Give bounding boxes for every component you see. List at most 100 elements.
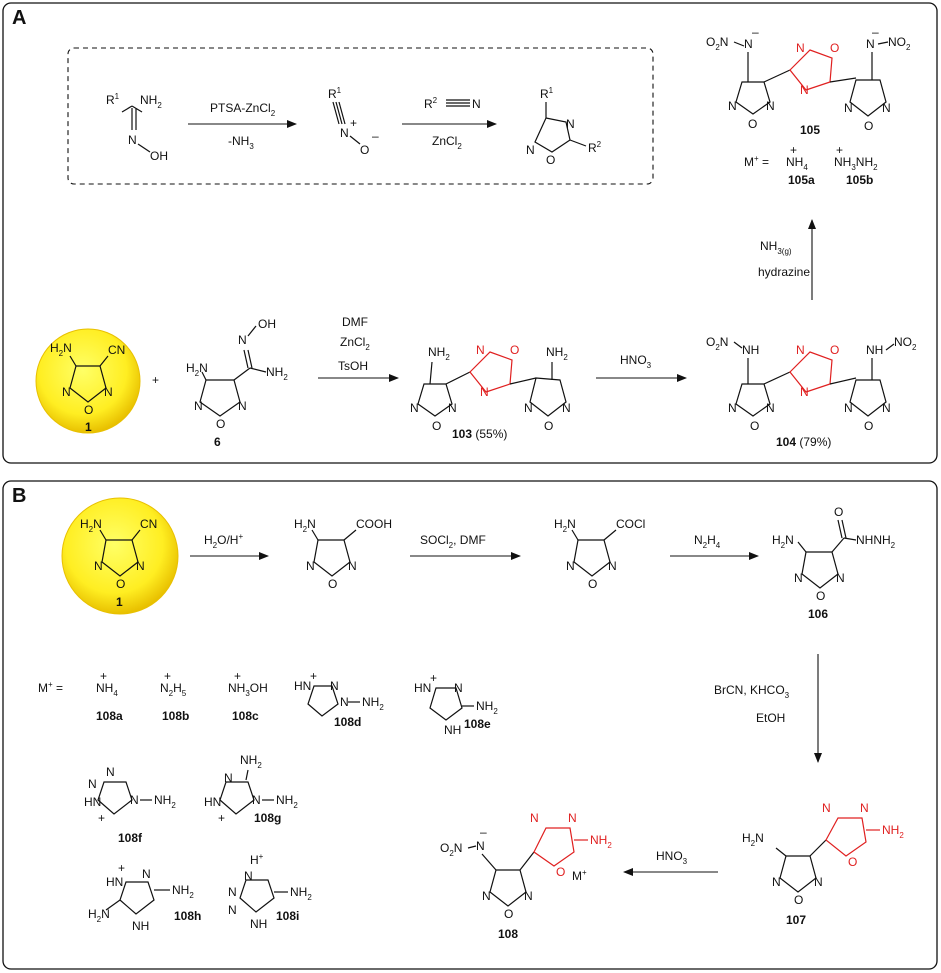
svg-text:O: O (848, 855, 857, 869)
svg-text:R2: R2 (588, 140, 602, 155)
label-108b: 108b (162, 709, 189, 723)
svg-text:O: O (750, 419, 759, 433)
svg-text:N: N (228, 885, 237, 899)
svg-text:+: + (234, 669, 241, 683)
svg-text:NH2: NH2 (882, 823, 904, 840)
compound-106: H2N O NHNH2 N N O 106 (772, 505, 896, 621)
label-104: 104 (79%) (776, 435, 831, 449)
svg-text:N: N (340, 695, 349, 709)
svg-text:N: N (794, 571, 803, 585)
reagent-ptsa: PTSA-ZnCl2 (210, 101, 276, 118)
compound-108: O2N N – N N O N N O NH2 M+ 108 (440, 811, 612, 941)
compound-105: O2N N – N N O N O N N – NO2 N N O 105 M+ (706, 25, 911, 187)
svg-text:N: N (728, 99, 737, 113)
svg-text:N: N (728, 401, 737, 415)
svg-text:N: N (822, 801, 831, 815)
svg-text:+: + (350, 116, 357, 130)
nitrile-oxide-structure: R1 N + O – (328, 86, 379, 157)
svg-text:NH2: NH2 (172, 883, 194, 900)
svg-text:NH2: NH2 (140, 93, 162, 110)
salt-108e: HN + N NH2 NH 108e (414, 671, 498, 737)
svg-text:+: + (118, 861, 125, 875)
svg-text:N: N (128, 133, 137, 147)
label-106: 106 (808, 607, 828, 621)
svg-text:OH: OH (258, 317, 276, 331)
svg-text:N: N (766, 99, 775, 113)
svg-text:N: N (882, 101, 891, 115)
svg-text:N: N (476, 343, 485, 357)
reagent-brcn: BrCN, KHCO3 (714, 683, 790, 700)
svg-text:O2N: O2N (706, 335, 728, 352)
label-108d: 108d (334, 715, 361, 729)
svg-text:N: N (860, 801, 869, 815)
counterion-eq-b: M+ = (38, 680, 63, 695)
svg-text:N: N (410, 401, 419, 415)
svg-text:H2N: H2N (294, 517, 316, 534)
label-108e: 108e (464, 717, 491, 731)
svg-text:O: O (748, 117, 757, 131)
label-108c: 108c (232, 709, 259, 723)
svg-text:N: N (744, 37, 753, 51)
plus-sign: + (152, 373, 159, 387)
svg-text:N: N (526, 143, 535, 157)
compound-1-b: H2N CN N N O 1 (61, 497, 179, 615)
reagent-hno3-b: HNO3 (656, 849, 688, 866)
svg-text:NH2: NH2 (362, 695, 384, 712)
svg-text:O: O (360, 143, 369, 157)
reagent-zncl2: ZnCl2 (432, 134, 462, 151)
svg-text:N: N (228, 903, 237, 917)
svg-text:N: N (252, 793, 261, 807)
svg-text:N: N (224, 771, 233, 785)
svg-text:–: – (480, 825, 487, 839)
label-108: 108 (498, 927, 518, 941)
svg-text:O: O (116, 577, 125, 591)
svg-text:+: + (218, 811, 225, 825)
svg-text:N: N (796, 41, 805, 55)
label-105a: 105a (788, 173, 815, 187)
svg-text:–: – (372, 129, 379, 143)
svg-text:O: O (830, 343, 839, 357)
reagent-a1-tsoh: TsOH (338, 359, 368, 373)
svg-text:–: – (872, 25, 879, 39)
counterion-eq-a: M+ = (744, 154, 769, 169)
svg-text:N: N (562, 401, 571, 415)
svg-text:NH2: NH2 (590, 833, 612, 850)
svg-text:NH2: NH2 (546, 345, 568, 362)
svg-text:O: O (830, 41, 839, 55)
svg-text:O: O (864, 419, 873, 433)
svg-text:H2N: H2N (742, 831, 764, 848)
label-108g: 108g (254, 811, 281, 825)
compound-1-a: H2N CN N N O 1 (35, 328, 141, 434)
reagent-hno3-a: HNO3 (620, 353, 652, 370)
label-6: 6 (214, 435, 221, 449)
svg-text:N: N (476, 839, 485, 853)
label-1-b: 1 (116, 595, 123, 609)
svg-text:+: + (430, 671, 437, 685)
svg-text:NH: NH (132, 919, 149, 933)
svg-text:NO2: NO2 (888, 35, 911, 52)
svg-text:O: O (510, 343, 519, 357)
svg-text:N: N (340, 126, 349, 140)
svg-text:NH: NH (742, 343, 759, 357)
reagent-n2h4: N2H4 (694, 533, 721, 550)
svg-text:N: N (104, 385, 113, 399)
svg-text:O: O (432, 419, 441, 433)
svg-text:O: O (546, 153, 555, 167)
svg-text:N: N (866, 37, 875, 51)
reagent-a1-zncl2: ZnCl2 (340, 335, 370, 352)
svg-text:O: O (556, 865, 565, 879)
svg-text:N: N (796, 343, 805, 357)
svg-text:N: N (882, 401, 891, 415)
svg-text:NH2: NH2 (240, 753, 262, 770)
svg-text:N: N (480, 385, 489, 399)
svg-text:N: N (524, 401, 533, 415)
svg-text:H2N: H2N (772, 533, 794, 550)
compound-6: H2N N OH NH2 N N O 6 (186, 317, 288, 449)
label-103: 103 (55%) (452, 427, 507, 441)
reagent-nitrile: R2 (424, 96, 438, 111)
svg-text:H2N: H2N (186, 361, 208, 378)
label-108h: 108h (174, 909, 201, 923)
reagent-socl2: SOCl2, DMF (420, 533, 486, 550)
label-108a: 108a (96, 709, 123, 723)
svg-text:N: N (238, 333, 247, 347)
